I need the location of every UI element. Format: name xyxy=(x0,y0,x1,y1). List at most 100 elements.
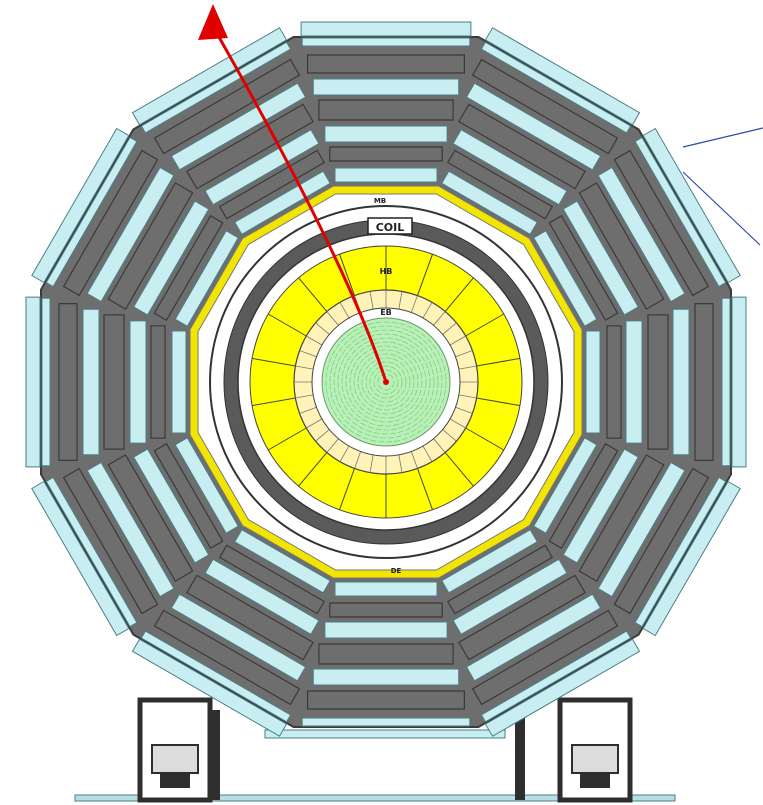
hcal-segment-line xyxy=(339,468,356,510)
hcal-segment-line xyxy=(251,357,296,367)
iron-layer xyxy=(613,467,710,615)
iron-layer xyxy=(107,182,194,310)
muon-chamber xyxy=(129,320,147,444)
iron-layer xyxy=(218,544,326,615)
ecal-segment-line xyxy=(339,445,350,462)
ecal-segment-line xyxy=(306,418,323,429)
muon-chamber xyxy=(312,78,460,96)
muon-chamber xyxy=(204,558,320,635)
muon-chamber xyxy=(562,448,639,564)
muon-chamber xyxy=(441,529,538,594)
leader-line-outer xyxy=(682,127,763,148)
ecal-label: EB xyxy=(380,308,392,317)
iron-layer xyxy=(318,643,454,665)
hcal-segment-line xyxy=(267,427,307,451)
ecal-segment-line xyxy=(354,451,362,469)
hcal-segment-line xyxy=(465,427,505,451)
tracker-layer xyxy=(337,333,435,431)
iron-layer xyxy=(458,574,586,661)
iron-layer xyxy=(307,690,465,710)
muon-chamber xyxy=(324,125,448,143)
iron-layer xyxy=(613,149,710,297)
ecal-segment-line xyxy=(455,406,473,414)
muon-chamber xyxy=(204,129,320,206)
hcal-segment-line xyxy=(416,468,433,510)
ecal-segment-line xyxy=(422,302,433,319)
iron-layer xyxy=(578,182,665,310)
tracker-layer xyxy=(345,341,427,423)
hcal-segment-line xyxy=(465,313,505,337)
muon-chamber xyxy=(634,476,727,628)
iron-layer xyxy=(606,325,622,439)
leader-line-inner xyxy=(682,171,761,246)
muon-chamber xyxy=(301,37,471,47)
outer-muon-chamber xyxy=(642,127,741,284)
iron-layer xyxy=(103,314,125,450)
iron-layer xyxy=(218,149,326,220)
ecal-segment-line xyxy=(315,429,330,442)
iron-layer xyxy=(107,454,194,582)
support-structure xyxy=(74,697,676,803)
hcal-segment-line xyxy=(339,254,356,296)
ecal-segment-line xyxy=(299,350,317,358)
ecal-segment-line xyxy=(295,394,314,399)
ecal-segment-line xyxy=(306,335,323,346)
tracker-layer xyxy=(341,337,431,427)
iron-layer xyxy=(62,149,159,297)
ecal-segment-line xyxy=(458,394,477,399)
ecal-segment-line xyxy=(315,322,330,335)
tracker-layer xyxy=(369,365,403,399)
muon-chamber xyxy=(133,200,210,316)
muon-chamber xyxy=(301,717,471,727)
ecal-segment-line xyxy=(326,438,339,453)
ecal-segment-line xyxy=(369,291,374,310)
iron-layer xyxy=(578,454,665,582)
ecal-segment-line xyxy=(398,454,403,473)
hcal-label: HB xyxy=(380,267,393,276)
iron-layer xyxy=(548,442,619,550)
tracker-layer xyxy=(365,361,407,403)
iron-layer xyxy=(153,442,224,550)
hcal-segment-line xyxy=(298,452,328,487)
tracker-layer xyxy=(329,325,443,439)
hcal-segment-line xyxy=(298,277,328,312)
tracker-layer xyxy=(377,373,395,391)
muon-chambers xyxy=(25,21,747,737)
muon-chamber xyxy=(597,166,686,303)
ecal-segment-line xyxy=(449,335,466,346)
tracker-layer xyxy=(333,329,439,435)
iron-layer xyxy=(471,58,619,155)
support-foot-icon xyxy=(515,697,633,803)
ecal-segment-line xyxy=(455,350,473,358)
iron-layer xyxy=(318,99,454,121)
outer-muon-chamber xyxy=(131,638,288,737)
ecal-segment-line xyxy=(339,302,350,319)
muon-label-top: MB xyxy=(374,197,386,205)
interaction-point xyxy=(383,379,389,385)
muon-chamber xyxy=(721,297,731,467)
muon-chamber xyxy=(170,593,307,682)
outer-muon-chamber xyxy=(31,480,130,637)
muon-chamber xyxy=(533,230,598,327)
tracker-layer xyxy=(373,369,399,395)
ecal-segment-line xyxy=(398,291,403,310)
outer-muon-chamber xyxy=(484,27,641,126)
iron-layer xyxy=(186,103,314,190)
muon-chamber xyxy=(334,167,438,183)
muon-chamber xyxy=(597,461,686,598)
hcal-segment-line xyxy=(267,313,307,337)
muon-chamber xyxy=(86,166,175,303)
outer-muon-chamber xyxy=(731,296,747,468)
muon-chamber xyxy=(625,320,643,444)
muon-chamber xyxy=(562,200,639,316)
muon-chamber xyxy=(324,621,448,639)
muon-chamber xyxy=(672,308,690,456)
outer-muon-chamber xyxy=(25,296,41,468)
ecal-segment-line xyxy=(442,322,457,335)
iron-layer xyxy=(186,574,314,661)
tracker-layer xyxy=(361,357,411,407)
muon-chamber xyxy=(452,129,568,206)
particle-track xyxy=(198,4,389,385)
ecal-segment-line xyxy=(326,311,339,326)
